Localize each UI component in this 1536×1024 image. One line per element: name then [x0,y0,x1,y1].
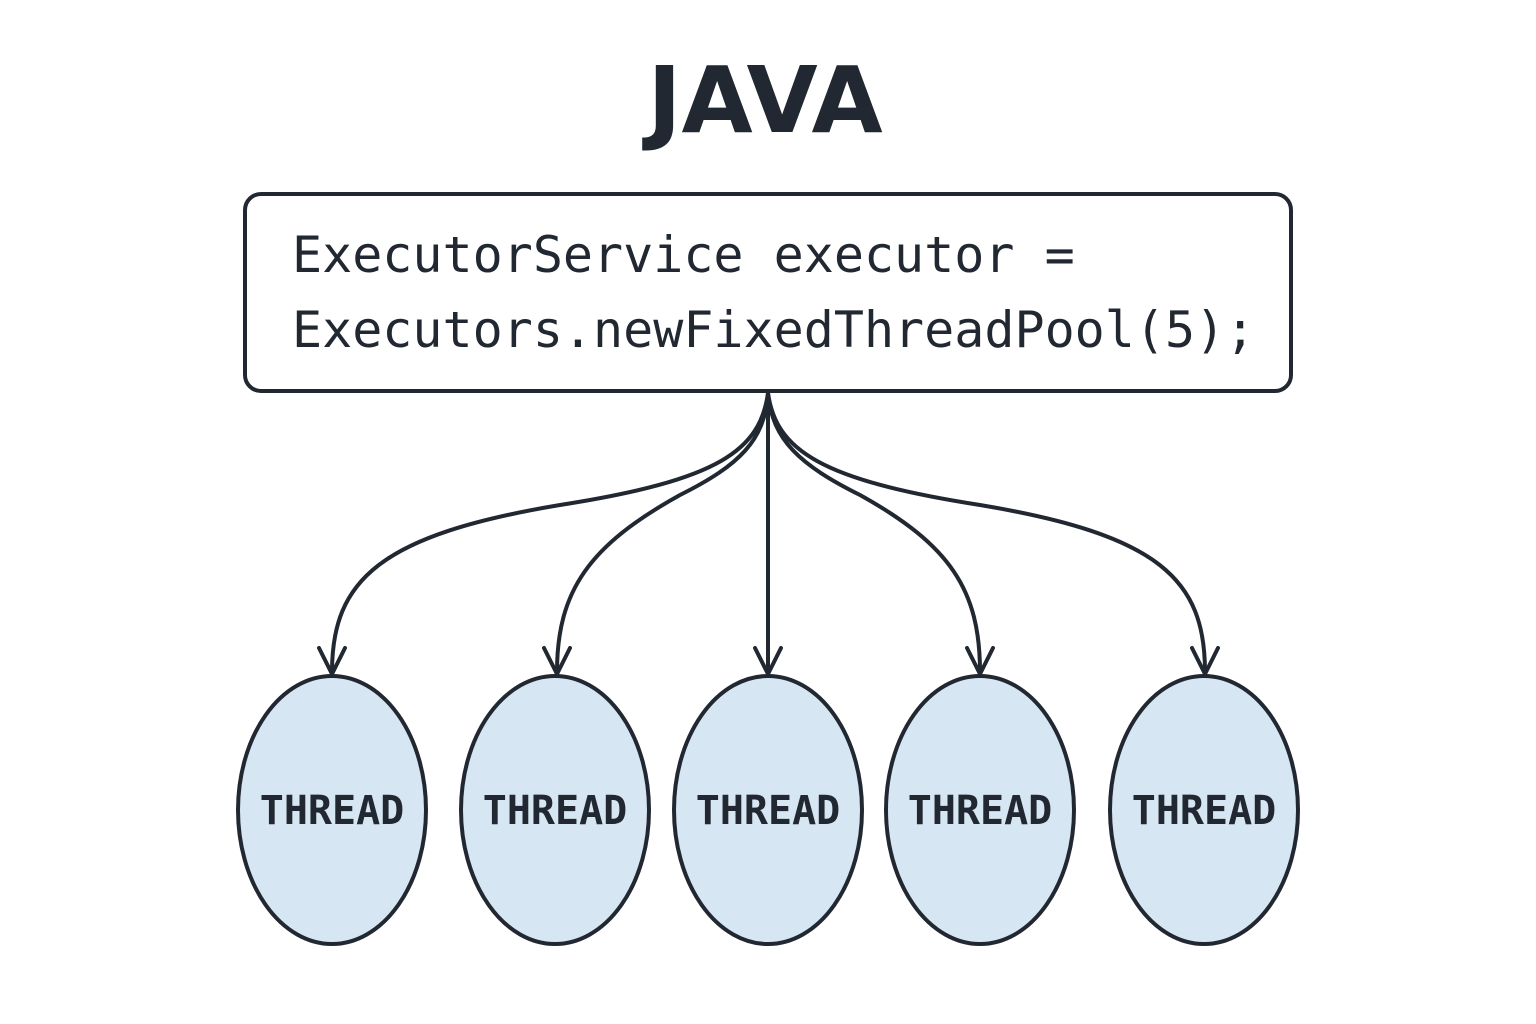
code-line-1: ExecutorService executor = [292,226,1075,284]
thread-node-5: THREAD [1108,674,1300,946]
arrow-to-thread-2 [555,391,770,674]
diagram-title: JAVA [641,47,882,154]
thread-label: THREAD [260,788,405,834]
thread-label: THREAD [483,788,628,834]
thread-ellipse [459,674,651,946]
thread-ellipse [236,674,428,946]
thread-ellipse [884,674,1076,946]
arrow-to-thread-4 [766,391,982,674]
thread-ellipse [1108,674,1300,946]
thread-label: THREAD [908,788,1053,834]
thread-label: THREAD [1132,788,1277,834]
thread-ellipse [672,674,864,946]
thread-node-3: THREAD [672,674,864,946]
thread-node-4: THREAD [884,674,1076,946]
thread-node-2: THREAD [459,674,651,946]
thread-node-1: THREAD [236,674,428,946]
arrowhead-5 [1190,646,1220,676]
arrow-to-thread-5 [766,391,1207,674]
code-box-frame [243,192,1293,393]
arrow-to-thread-1 [330,391,770,674]
thread-label: THREAD [696,788,841,834]
code-line-2: Executors.newFixedThreadPool(5); [292,301,1255,359]
connector-arrows [330,391,1207,674]
arrowhead-2 [542,646,572,676]
executor-code-box: ExecutorService executor = Executors.new… [243,192,1293,393]
